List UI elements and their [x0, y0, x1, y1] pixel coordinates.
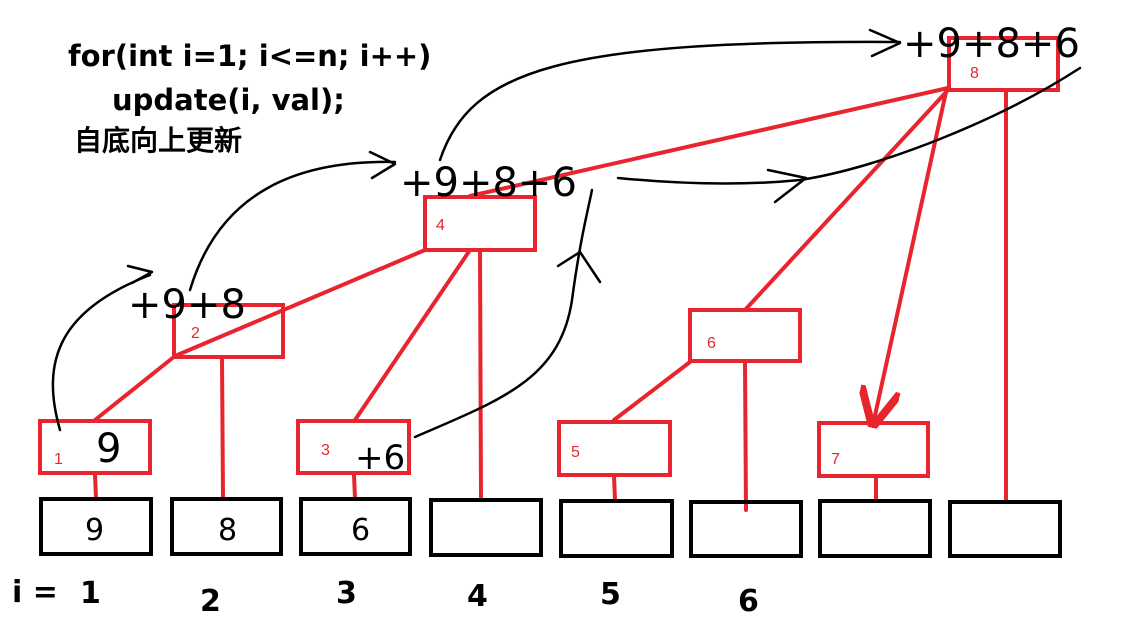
tree-node-4: 4 [423, 195, 537, 252]
code-line-1: for(int i=1; i<=n; i++) [68, 39, 431, 73]
index-3: 3 [336, 576, 357, 611]
node-id-4: 4 [436, 217, 445, 234]
array-value-1: 9 [85, 513, 104, 548]
index-5: 5 [600, 577, 621, 612]
node-id-5: 5 [571, 444, 580, 461]
index-6: 6 [738, 584, 759, 619]
node-id-2: 2 [191, 325, 200, 342]
node-id-7: 7 [831, 451, 840, 468]
arrowhead-3-up [556, 250, 602, 284]
array-cell-1 [39, 497, 153, 556]
curve-2-to-4 [188, 160, 397, 292]
array-cell-7 [818, 499, 932, 558]
array-row: 9 8 6 [39, 497, 1062, 558]
arrowhead-right [766, 168, 808, 204]
array-cell-3 [299, 497, 412, 556]
tree-node-2: 2 [172, 303, 285, 359]
node-id-1: 1 [54, 451, 63, 468]
tree-node-6: 6 [688, 308, 802, 363]
node-id-6: 6 [707, 335, 716, 352]
node-annotation-2: +9+8 [128, 282, 246, 328]
stem-6 [743, 360, 748, 512]
index-label: i = [12, 575, 58, 610]
link-7-8 [874, 90, 948, 420]
tree-links [93, 86, 1008, 512]
index-2: 2 [200, 584, 221, 619]
curve-4-to-8-right [616, 66, 1082, 185]
link-3-4 [353, 248, 472, 422]
node-id-3: 3 [321, 442, 330, 459]
stem-1 [93, 472, 98, 500]
link-2-4 [173, 248, 427, 358]
index-row: i = 1 2 3 4 5 6 [12, 575, 759, 619]
array-cell-5 [559, 499, 674, 558]
curve-4-to-8 [438, 40, 902, 162]
stem-5 [612, 474, 617, 502]
array-value-2: 8 [218, 513, 237, 548]
note-bottom-up: 自底向上更新 [74, 124, 242, 157]
stem-3 [352, 473, 357, 500]
node-annotation-4: +9+8+6 [400, 160, 577, 206]
link-4-8 [468, 86, 950, 198]
curve-3-to-4 [413, 188, 594, 439]
arrowhead-8 [868, 28, 902, 58]
node-id-8: 8 [970, 65, 979, 82]
node-annotation-1: 9 [96, 426, 121, 472]
tree-node-1: 1 9 [38, 419, 152, 475]
index-1: 1 [80, 576, 101, 611]
node-annotation-8: +9+8+6 [903, 21, 1080, 67]
array-cell-4 [429, 498, 543, 557]
tree-node-5: 5 [557, 420, 672, 477]
stem-2 [220, 356, 225, 500]
array-cell-6 [689, 500, 803, 558]
update-path-curves [51, 28, 1082, 439]
arrowhead-2 [126, 264, 154, 285]
tree-node-7: 7 [817, 421, 930, 478]
index-4: 4 [467, 579, 488, 614]
curve-1-to-2 [51, 273, 152, 432]
node-annotation-3: +6 [355, 438, 405, 478]
stem-4 [478, 248, 483, 502]
tree-node-3: 3 [296, 419, 411, 475]
link-1-2 [93, 354, 177, 422]
link-5-6 [612, 360, 692, 422]
array-cell-2 [170, 497, 283, 556]
arrowhead-4 [368, 150, 397, 180]
link-6-8 [743, 88, 950, 312]
code-line-2: update(i, val); [112, 83, 345, 117]
array-value-3: 6 [351, 513, 370, 548]
tree-node-8: 8 [947, 36, 1060, 92]
array-cell-8 [948, 500, 1062, 558]
